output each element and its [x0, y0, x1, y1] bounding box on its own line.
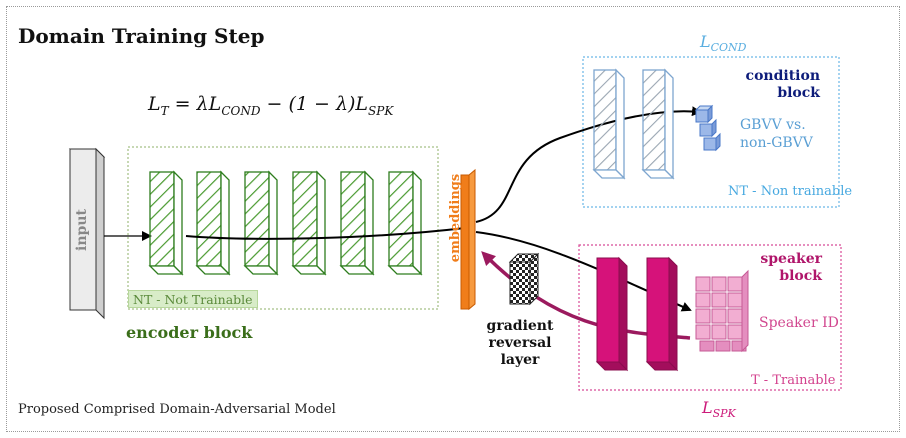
speaker-trainable-tag: T - Trainable	[751, 373, 836, 388]
embeddings-label: embeddings	[448, 174, 463, 262]
grl-line3: layer	[500, 352, 540, 368]
encoder-layer-3	[243, 170, 279, 276]
grl-line2: reversal	[488, 335, 552, 351]
condition-output-label: GBVV vs. non-GBVV	[740, 116, 813, 152]
speaker-layer-1	[595, 256, 629, 372]
encoder-layer-5	[339, 170, 375, 276]
encoder-trainable-tag: NT - Not Trainable	[128, 290, 258, 308]
condition-layers	[592, 68, 675, 180]
condition-layer-2	[641, 68, 675, 180]
encoder-layer-6	[387, 170, 423, 276]
speaker-layer-2	[645, 256, 679, 372]
speaker-title-line2: block	[779, 268, 822, 284]
condition-region	[582, 56, 840, 208]
condition-output-line2: non-GBVV	[740, 135, 813, 151]
speaker-output-grid	[695, 269, 749, 353]
condition-loss-label: LCOND	[700, 32, 747, 55]
figure-frame	[6, 6, 900, 432]
figure-caption: Proposed Comprised Domain-Adversarial Mo…	[18, 402, 336, 417]
encoder-block-label: encoder block	[126, 323, 253, 342]
encoder-flow-arrow	[185, 227, 466, 240]
encoder-layer-4	[291, 170, 327, 276]
speaker-block-title: speaker block	[738, 251, 822, 285]
input-label: input	[74, 209, 90, 251]
condition-title-line1: condition	[745, 68, 820, 84]
gradient-reversal-label: gradient reversal layer	[478, 318, 562, 369]
condition-output-line1: GBVV vs.	[740, 117, 806, 133]
formula-text: LT = λLCOND − (1 − λ)LSPK	[148, 93, 394, 118]
condition-title-line2: block	[777, 85, 820, 101]
condition-layer-1	[592, 68, 626, 180]
encoder-layer-1	[148, 170, 184, 276]
speaker-output-label: Speaker ID	[759, 315, 839, 331]
grl-line1: gradient	[486, 318, 554, 334]
encoder-layer-2	[195, 170, 231, 276]
embeddings-block: embeddings	[448, 168, 476, 311]
figure-title: Domain Training Step	[18, 24, 265, 48]
condition-trainable-tag: NT - Non trainable	[728, 184, 853, 199]
speaker-title-line1: speaker	[760, 251, 822, 267]
gradient-reversal-cube	[508, 252, 540, 306]
speaker-layers	[595, 256, 679, 372]
loss-formula: LT = λLCOND − (1 − λ)LSPK	[148, 93, 393, 118]
speaker-loss-label: LSPK	[702, 398, 736, 421]
input-block: input	[68, 147, 106, 320]
condition-block-title: condition block	[740, 68, 820, 102]
encoder-layers	[148, 170, 423, 276]
condition-output-cubes	[694, 104, 721, 152]
